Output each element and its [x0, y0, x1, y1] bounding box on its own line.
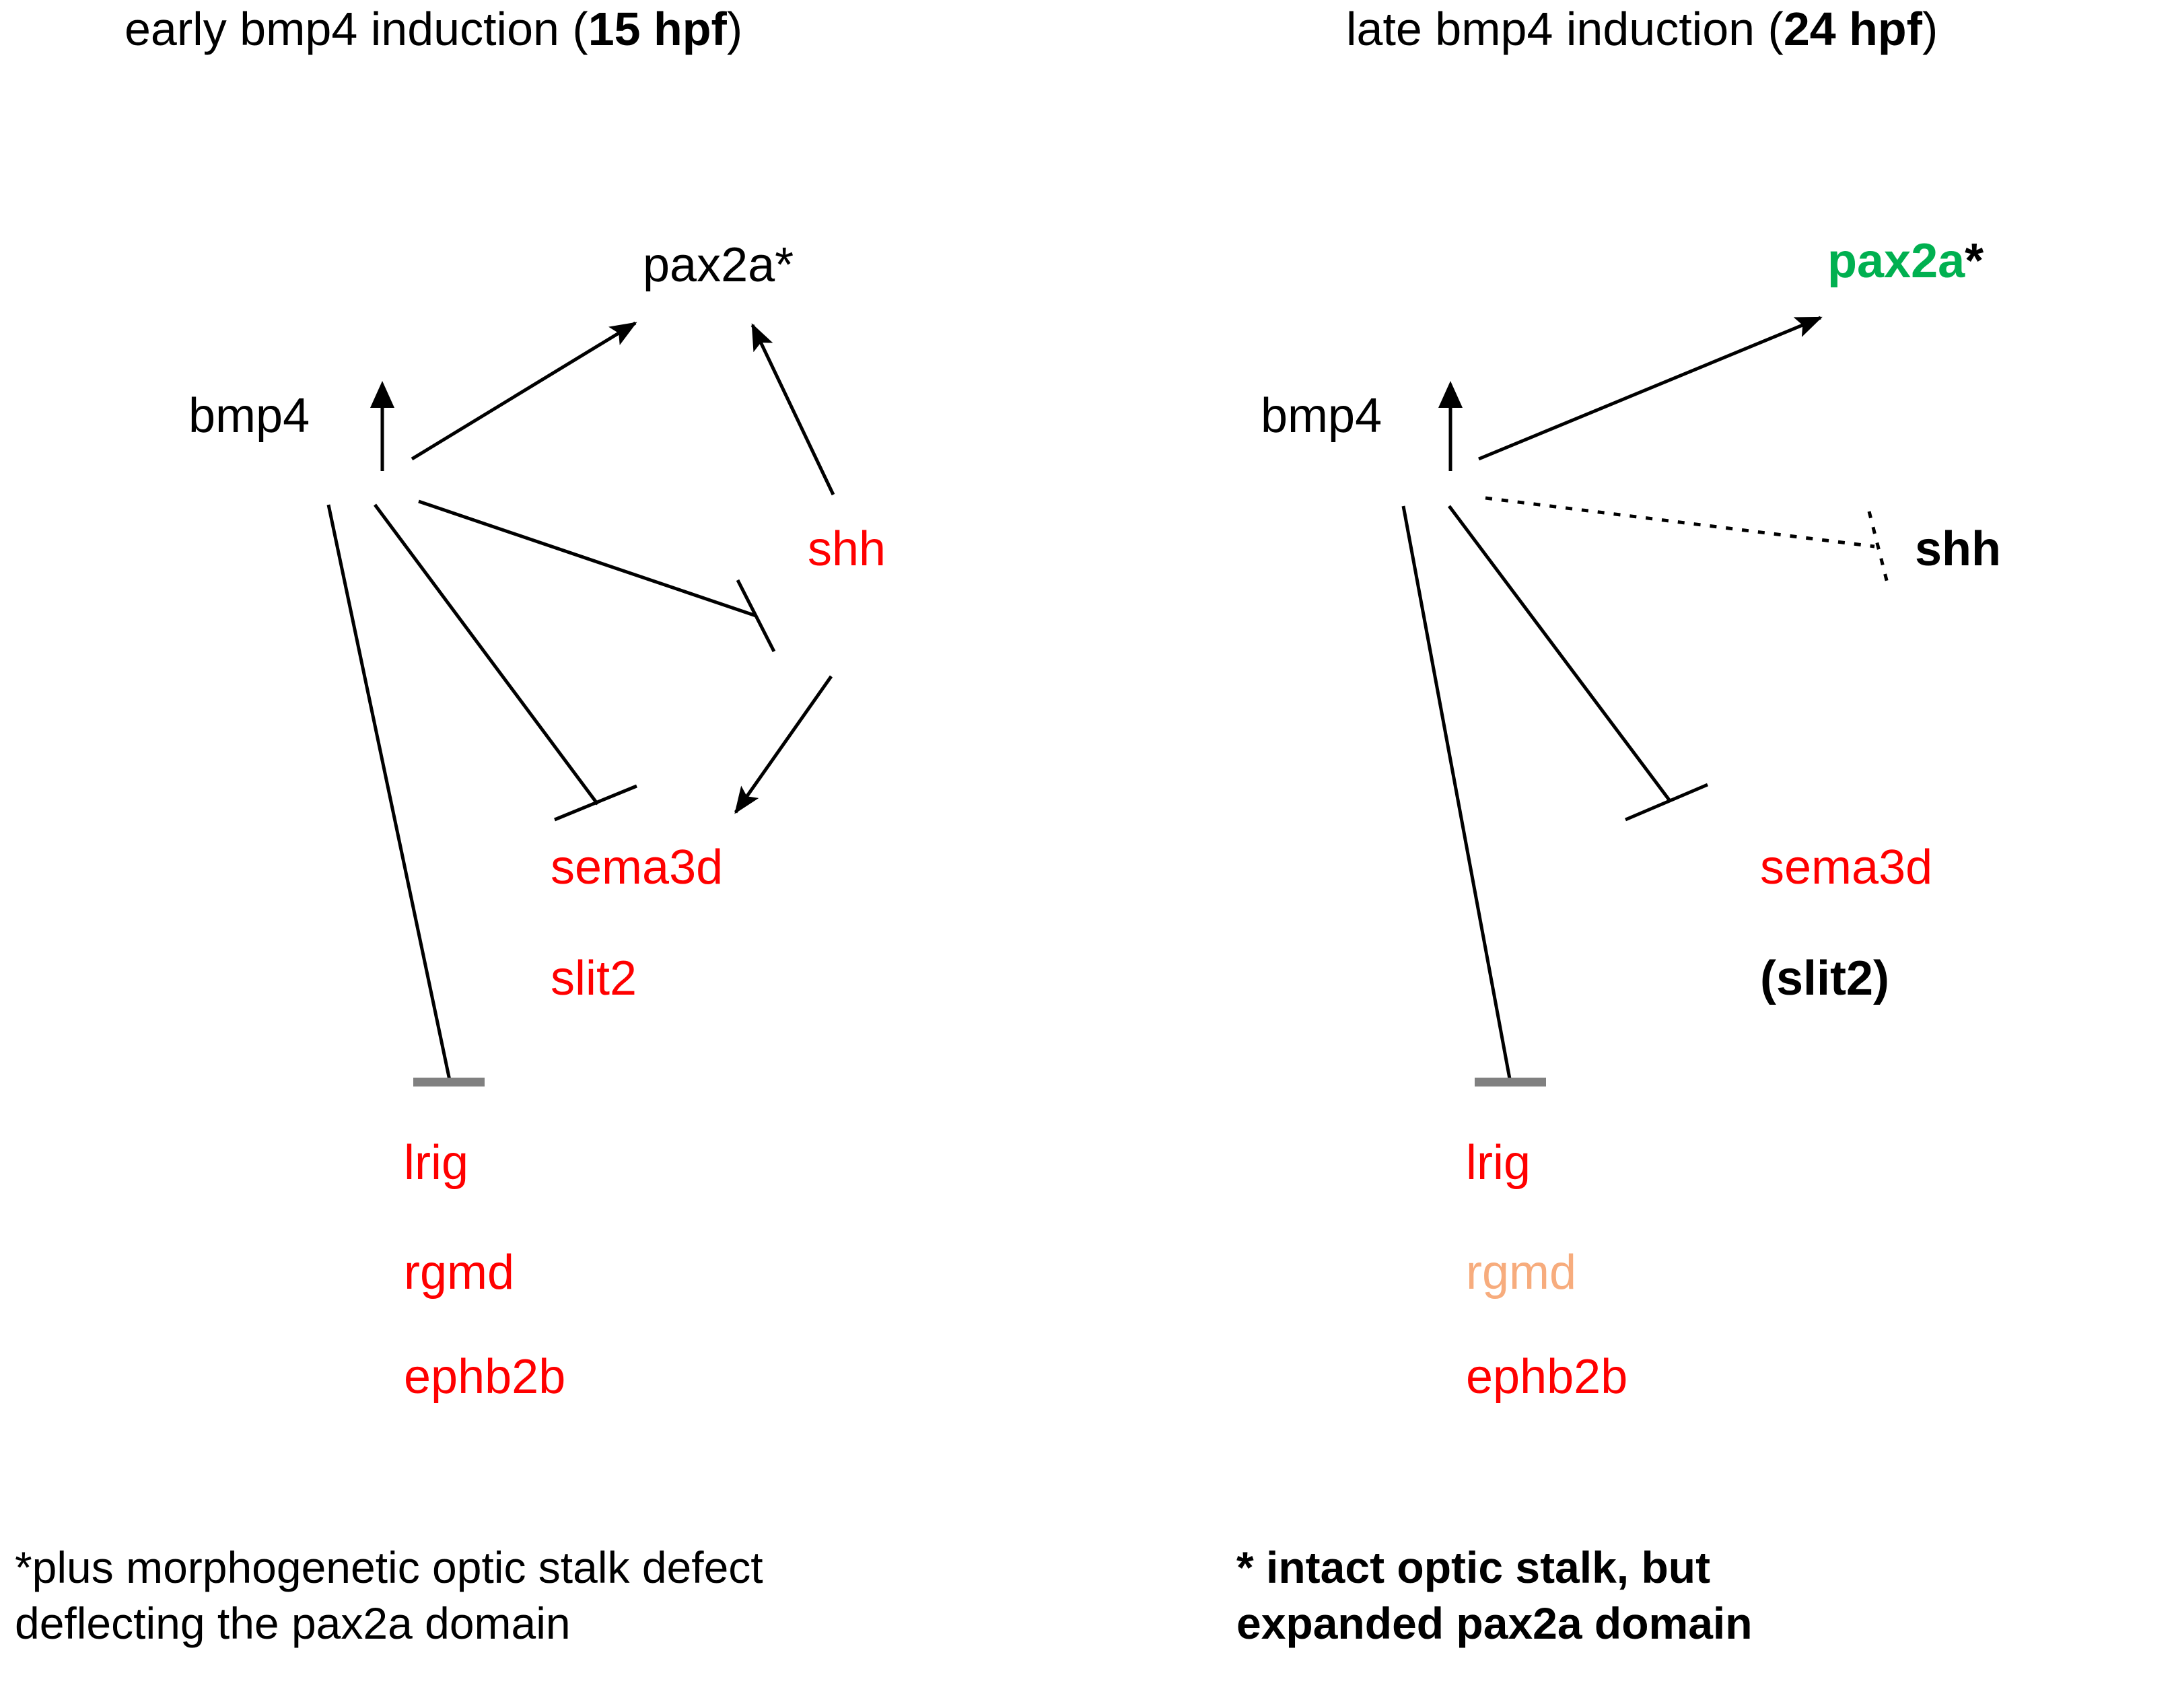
- panel-right-title: late bmp4 induction (24 hpf): [1346, 5, 1938, 52]
- panel-right-edges: [1401, 316, 1890, 1087]
- node-slit2: slit2: [551, 952, 637, 1005]
- edge-bmp4-inhibits-shh: [418, 499, 776, 653]
- node-ephb2b: ephb2b: [1466, 1350, 1628, 1404]
- edge-shh-to-pax2a: [750, 323, 835, 496]
- node-pax2a: pax2a*: [1827, 237, 1984, 285]
- node-ephb2b: ephb2b: [404, 1350, 566, 1404]
- node-slit2: (slit2): [1760, 952, 1890, 1005]
- edge-bmp4-inhibits-lrig: [326, 504, 485, 1087]
- edge-bmp4-inhibits-shh-dashed: [1485, 496, 1890, 586]
- edge-bmp4-inhibits-sema3d: [1447, 505, 1708, 822]
- edge-bmp4-inhibits-lrig: [1401, 505, 1546, 1087]
- bmp4-up-arrow-icon: [1438, 381, 1463, 471]
- panel-right-footnote: * intact optic stalk, but expanded pax2a…: [1236, 1542, 1753, 1648]
- node-pax2a-asterisk: *: [1965, 234, 1984, 288]
- panel-left-title-emphasis: 15 hpf: [588, 3, 727, 55]
- edge-bmp4-inhibits-sema3d: [373, 503, 637, 822]
- node-pax2a: pax2a*: [643, 238, 794, 292]
- node-bmp4: bmp4: [1261, 389, 1382, 443]
- panel-right-title-suffix: ): [1922, 3, 1938, 55]
- node-rgmd: rgmd: [404, 1246, 515, 1300]
- panel-early-induction: early bmp4 induction (15 hpf): [15, 5, 886, 1648]
- node-lrig: lrig: [404, 1136, 469, 1190]
- panel-left-title: early bmp4 induction (15 hpf): [125, 5, 742, 52]
- panel-left-title-prefix: early bmp4 induction (: [125, 3, 588, 55]
- node-sema3d: sema3d: [551, 841, 724, 894]
- panel-late-induction: late bmp4 induction (24 hpf): [1087, 0, 2174, 1708]
- edge-shh-to-sema3d: [734, 675, 833, 814]
- node-pax2a-label: pax2a: [1827, 234, 1965, 288]
- node-rgmd: rgmd: [1466, 1246, 1577, 1300]
- node-lrig: lrig: [1466, 1136, 1531, 1190]
- edge-bmp4-to-pax2a: [411, 321, 637, 461]
- node-sema3d: sema3d: [1760, 841, 1933, 894]
- panel-right-title-prefix: late bmp4 induction (: [1346, 3, 1784, 55]
- node-bmp4: bmp4: [188, 389, 310, 443]
- panel-left-footnote: *plus morphogenetic optic stalk defect d…: [15, 1542, 763, 1648]
- bmp4-up-arrow-icon: [370, 381, 394, 471]
- edge-bmp4-to-pax2a: [1478, 316, 1823, 461]
- node-shh: shh: [808, 522, 886, 576]
- panel-right-title-emphasis: 24 hpf: [1783, 3, 1922, 55]
- panel-left-edges: [326, 321, 835, 1087]
- node-shh: shh: [1915, 522, 2002, 576]
- panel-left-title-suffix: ): [726, 3, 743, 55]
